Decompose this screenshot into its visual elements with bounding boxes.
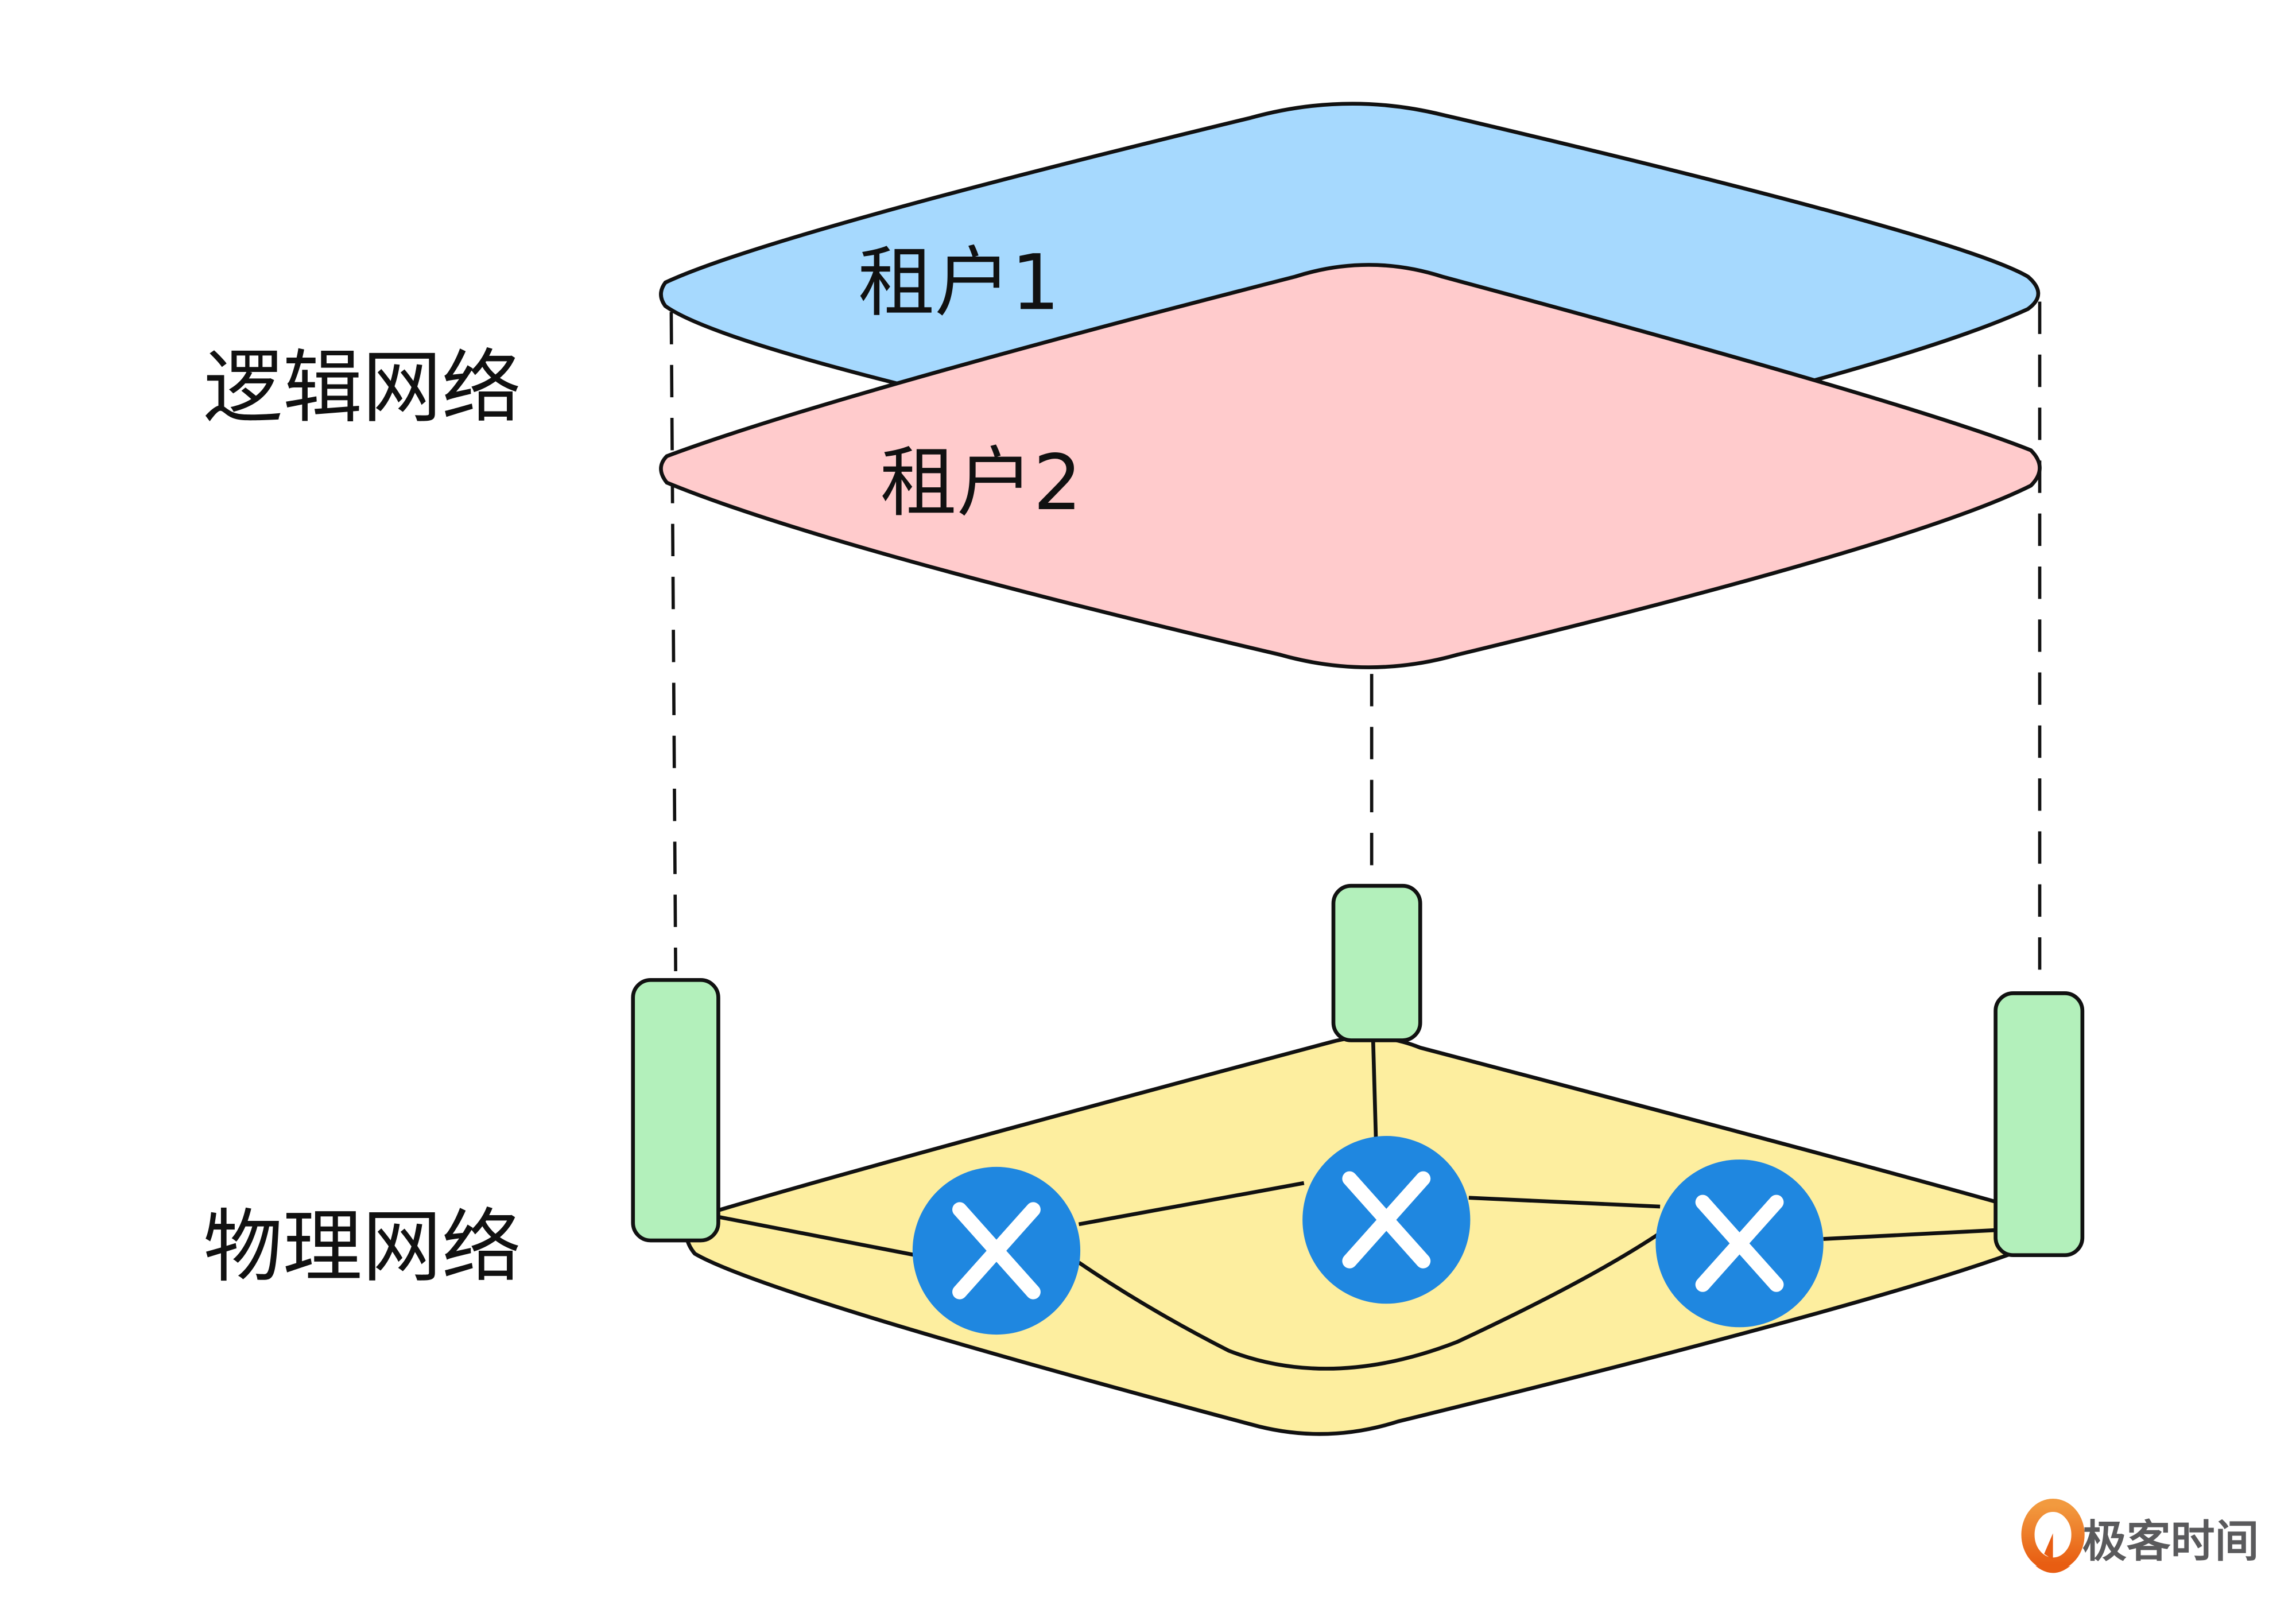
brand: 极客时间 (2021, 1498, 2259, 1573)
switch-2[interactable] (1302, 1136, 1471, 1304)
x-cross-icon (1695, 1194, 1784, 1292)
link-switch-2-switch-3 (1468, 1196, 1661, 1209)
link-switch-1-switch-2 (1078, 1181, 1305, 1227)
host-right[interactable] (1994, 991, 2085, 1258)
brand-name: 极客时间 (2082, 1516, 2259, 1568)
network-links (718, 1040, 1996, 1371)
tenant-1-plane[interactable] (659, 102, 2041, 387)
projection-line-left (669, 312, 677, 971)
logical-network-label: 逻辑网络 (203, 342, 521, 434)
tenant-2-label: 租户2 (880, 439, 1081, 528)
projection-lines (669, 301, 2042, 986)
host-left[interactable] (631, 978, 720, 1243)
x-cross-icon (952, 1202, 1041, 1300)
link-switch-1-switch-3-curve (1077, 1231, 1661, 1371)
physical-network-label: 物理网络 (203, 1201, 521, 1293)
switch-3[interactable] (1655, 1159, 1824, 1328)
link-switch-3-host-right (1823, 1228, 1996, 1241)
link-host-middle-switch-2 (1371, 1040, 1378, 1145)
geektime-logo-icon (2021, 1498, 2085, 1573)
x-cross-icon (1342, 1171, 1431, 1269)
tenant-2-plane[interactable] (659, 263, 2042, 669)
host-middle[interactable] (1331, 883, 1422, 1042)
link-host-left-switch-1 (718, 1215, 916, 1257)
tenant-1-label: 租户1 (858, 238, 1060, 327)
switch-1[interactable] (912, 1166, 1081, 1335)
